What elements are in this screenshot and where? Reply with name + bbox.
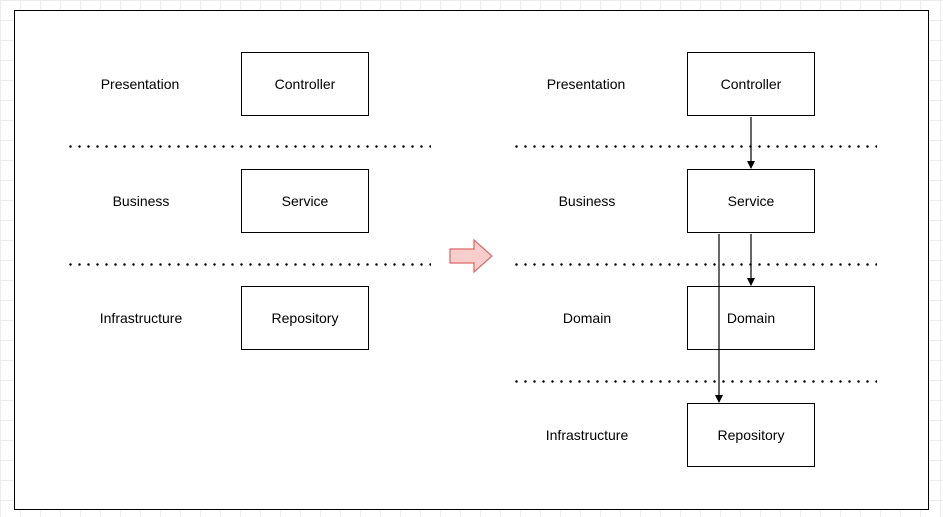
- right-repository-box-label: Repository: [717, 427, 785, 443]
- right-controller-box[interactable]: Controller: [687, 52, 815, 116]
- right-service-box[interactable]: Service: [687, 169, 815, 233]
- left-service-box[interactable]: Service: [241, 169, 369, 233]
- right-layer-divider-2: [512, 263, 877, 266]
- right-layer-label-business: Business: [558, 193, 616, 209]
- left-layer-label-business: Business: [112, 193, 170, 209]
- right-layer-divider-3: [512, 380, 877, 383]
- right-service-box-label: Service: [727, 193, 775, 209]
- left-layer-divider-1: [66, 145, 431, 148]
- left-layer-divider-2: [66, 263, 431, 266]
- right-domain-box[interactable]: Domain: [687, 286, 815, 350]
- right-layer-label-presentation: Presentation: [546, 76, 626, 92]
- right-controller-box-label: Controller: [720, 76, 782, 92]
- right-repository-box[interactable]: Repository: [687, 403, 815, 467]
- left-controller-box-label: Controller: [274, 76, 336, 92]
- left-repository-box[interactable]: Repository: [241, 286, 369, 350]
- right-layer-label-domain: Domain: [562, 310, 612, 326]
- right-layer-divider-1: [512, 145, 877, 148]
- left-layer-label-infrastructure: Infrastructure: [99, 310, 183, 326]
- left-repository-box-label: Repository: [271, 310, 339, 326]
- left-controller-box[interactable]: Controller: [241, 52, 369, 116]
- left-layer-label-presentation: Presentation: [100, 76, 180, 92]
- right-domain-box-label: Domain: [726, 310, 776, 326]
- left-service-box-label: Service: [281, 193, 329, 209]
- right-arrow-icon: [449, 238, 493, 274]
- right-layer-label-infrastructure: Infrastructure: [545, 427, 629, 443]
